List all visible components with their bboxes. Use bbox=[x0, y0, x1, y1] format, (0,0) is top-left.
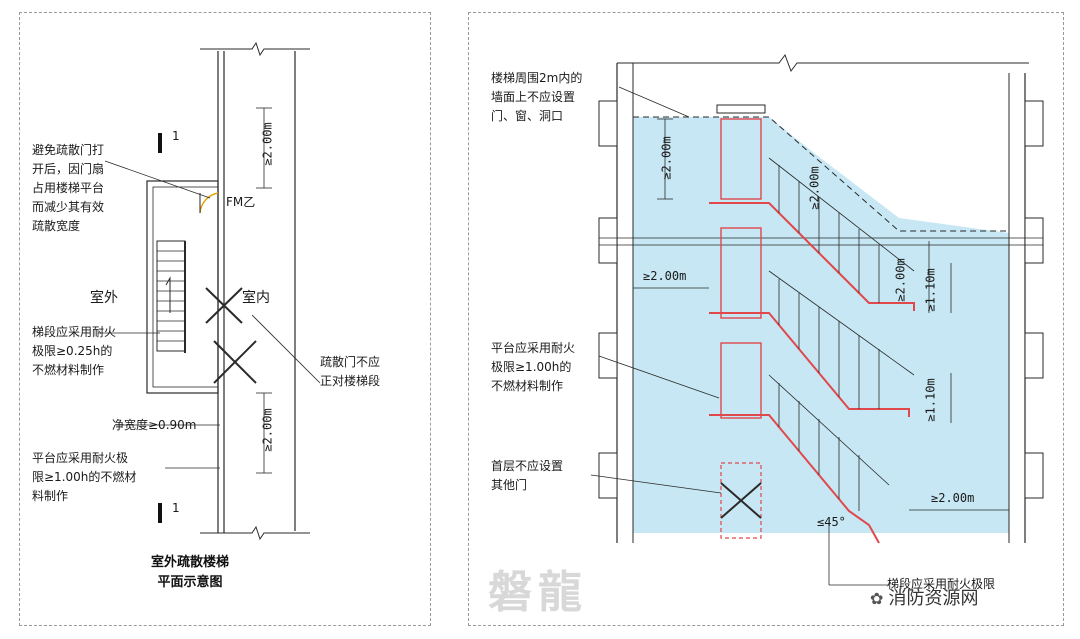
dim-top-left-label: ≥2.00m bbox=[659, 136, 674, 180]
leader-door-not-facing bbox=[251, 314, 321, 384]
protected-zone-boundary bbox=[633, 116, 1009, 232]
door-label: FM乙 bbox=[226, 195, 256, 209]
door-outlines bbox=[720, 118, 762, 419]
section-mark-top bbox=[158, 133, 162, 153]
brand-text: 消防资源网 bbox=[888, 588, 979, 609]
ground-door-note: 首层不应设置 其他门 bbox=[491, 459, 564, 492]
ground-door-outline bbox=[720, 462, 762, 539]
elevation-diagram-panel: 楼梯周围2m内的 墙面上不应设置 门、窗、洞口 平台应采用耐火 极限≥1.00h… bbox=[468, 12, 1064, 626]
door-not-facing-note: 疏散门不应 正对楼梯段 bbox=[320, 355, 381, 388]
platform-inner-outline bbox=[152, 186, 219, 388]
plan-drawing bbox=[98, 41, 321, 541]
dim-rail-2-label: ≥1.10m bbox=[923, 378, 938, 422]
dim-rail-1-label: ≥1.10m bbox=[923, 268, 938, 312]
door-swing-arc bbox=[199, 192, 219, 214]
bottom-break-line bbox=[200, 525, 310, 541]
section-mark-label-bottom: 1 bbox=[172, 501, 180, 515]
angle-label: ≤45° bbox=[817, 515, 846, 529]
wechat-icon: ✿ bbox=[870, 589, 889, 608]
top-break-line bbox=[200, 41, 310, 57]
stair-fire-note: 梯段应采用耐火 极限≥0.25h的 不燃材料制作 bbox=[32, 325, 117, 377]
outdoor-label: 室外 bbox=[90, 290, 118, 306]
leader-lines bbox=[590, 86, 889, 586]
brand-label: ✿ 消防资源网 bbox=[870, 584, 979, 610]
dim-upper-label: ≥2.00m bbox=[260, 122, 275, 166]
protected-wall-zone bbox=[633, 117, 1009, 533]
dim-top-diag-label: ≥2.00m bbox=[807, 166, 822, 210]
window-icons bbox=[598, 100, 1044, 499]
leader-avoid-door bbox=[104, 160, 211, 199]
elevation-drawing bbox=[590, 53, 1044, 586]
stair-treads bbox=[157, 250, 185, 342]
avoid-door-note: 避免疏散门打 开后，因门扇 占用楼梯平台 而减少其有效 疏散宽度 bbox=[32, 143, 105, 233]
plan-title: 室外疏散楼梯 平面示意图 bbox=[150, 555, 229, 590]
dim-mid-horizontal-label: ≥2.00m bbox=[643, 269, 687, 283]
platform-note: 平台应采用耐火 极限≥1.00h的 不燃材料制作 bbox=[491, 341, 576, 393]
platform-fire-note: 平台应采用耐火极 限≥1.00h的不燃材 料制作 bbox=[32, 451, 137, 503]
stair-arrow-icon bbox=[165, 276, 171, 313]
prohibited-door-x-icon bbox=[720, 482, 762, 519]
net-width-label: 净宽度≥0.90m bbox=[112, 418, 197, 432]
railing-lines bbox=[768, 157, 915, 511]
dim-lower-label: ≥2.00m bbox=[260, 408, 275, 452]
section-mark-bottom bbox=[158, 503, 162, 523]
dim-bottom-right-label: ≥2.00m bbox=[931, 491, 975, 505]
plan-diagram-panel: 1 1 避免疏散门打 开后，因门扇 占用楼梯平台 而减少其有效 疏散宽度 FM乙… bbox=[19, 12, 431, 626]
watermark-logo: 磐龍 bbox=[488, 567, 588, 618]
stair-note: 梯段应采用耐火极限 bbox=[887, 577, 996, 591]
prohibited-door-x-icon bbox=[205, 287, 257, 384]
section-mark-label-top: 1 bbox=[172, 129, 180, 143]
indoor-label: 室内 bbox=[242, 290, 270, 306]
dimension-lines bbox=[633, 118, 1009, 511]
wall-note: 楼梯周围2m内的 墙面上不应设置 门、窗、洞口 bbox=[491, 71, 583, 123]
top-break-line bbox=[617, 53, 1029, 73]
dim-mid-right-label: ≥2.00m bbox=[893, 258, 908, 302]
